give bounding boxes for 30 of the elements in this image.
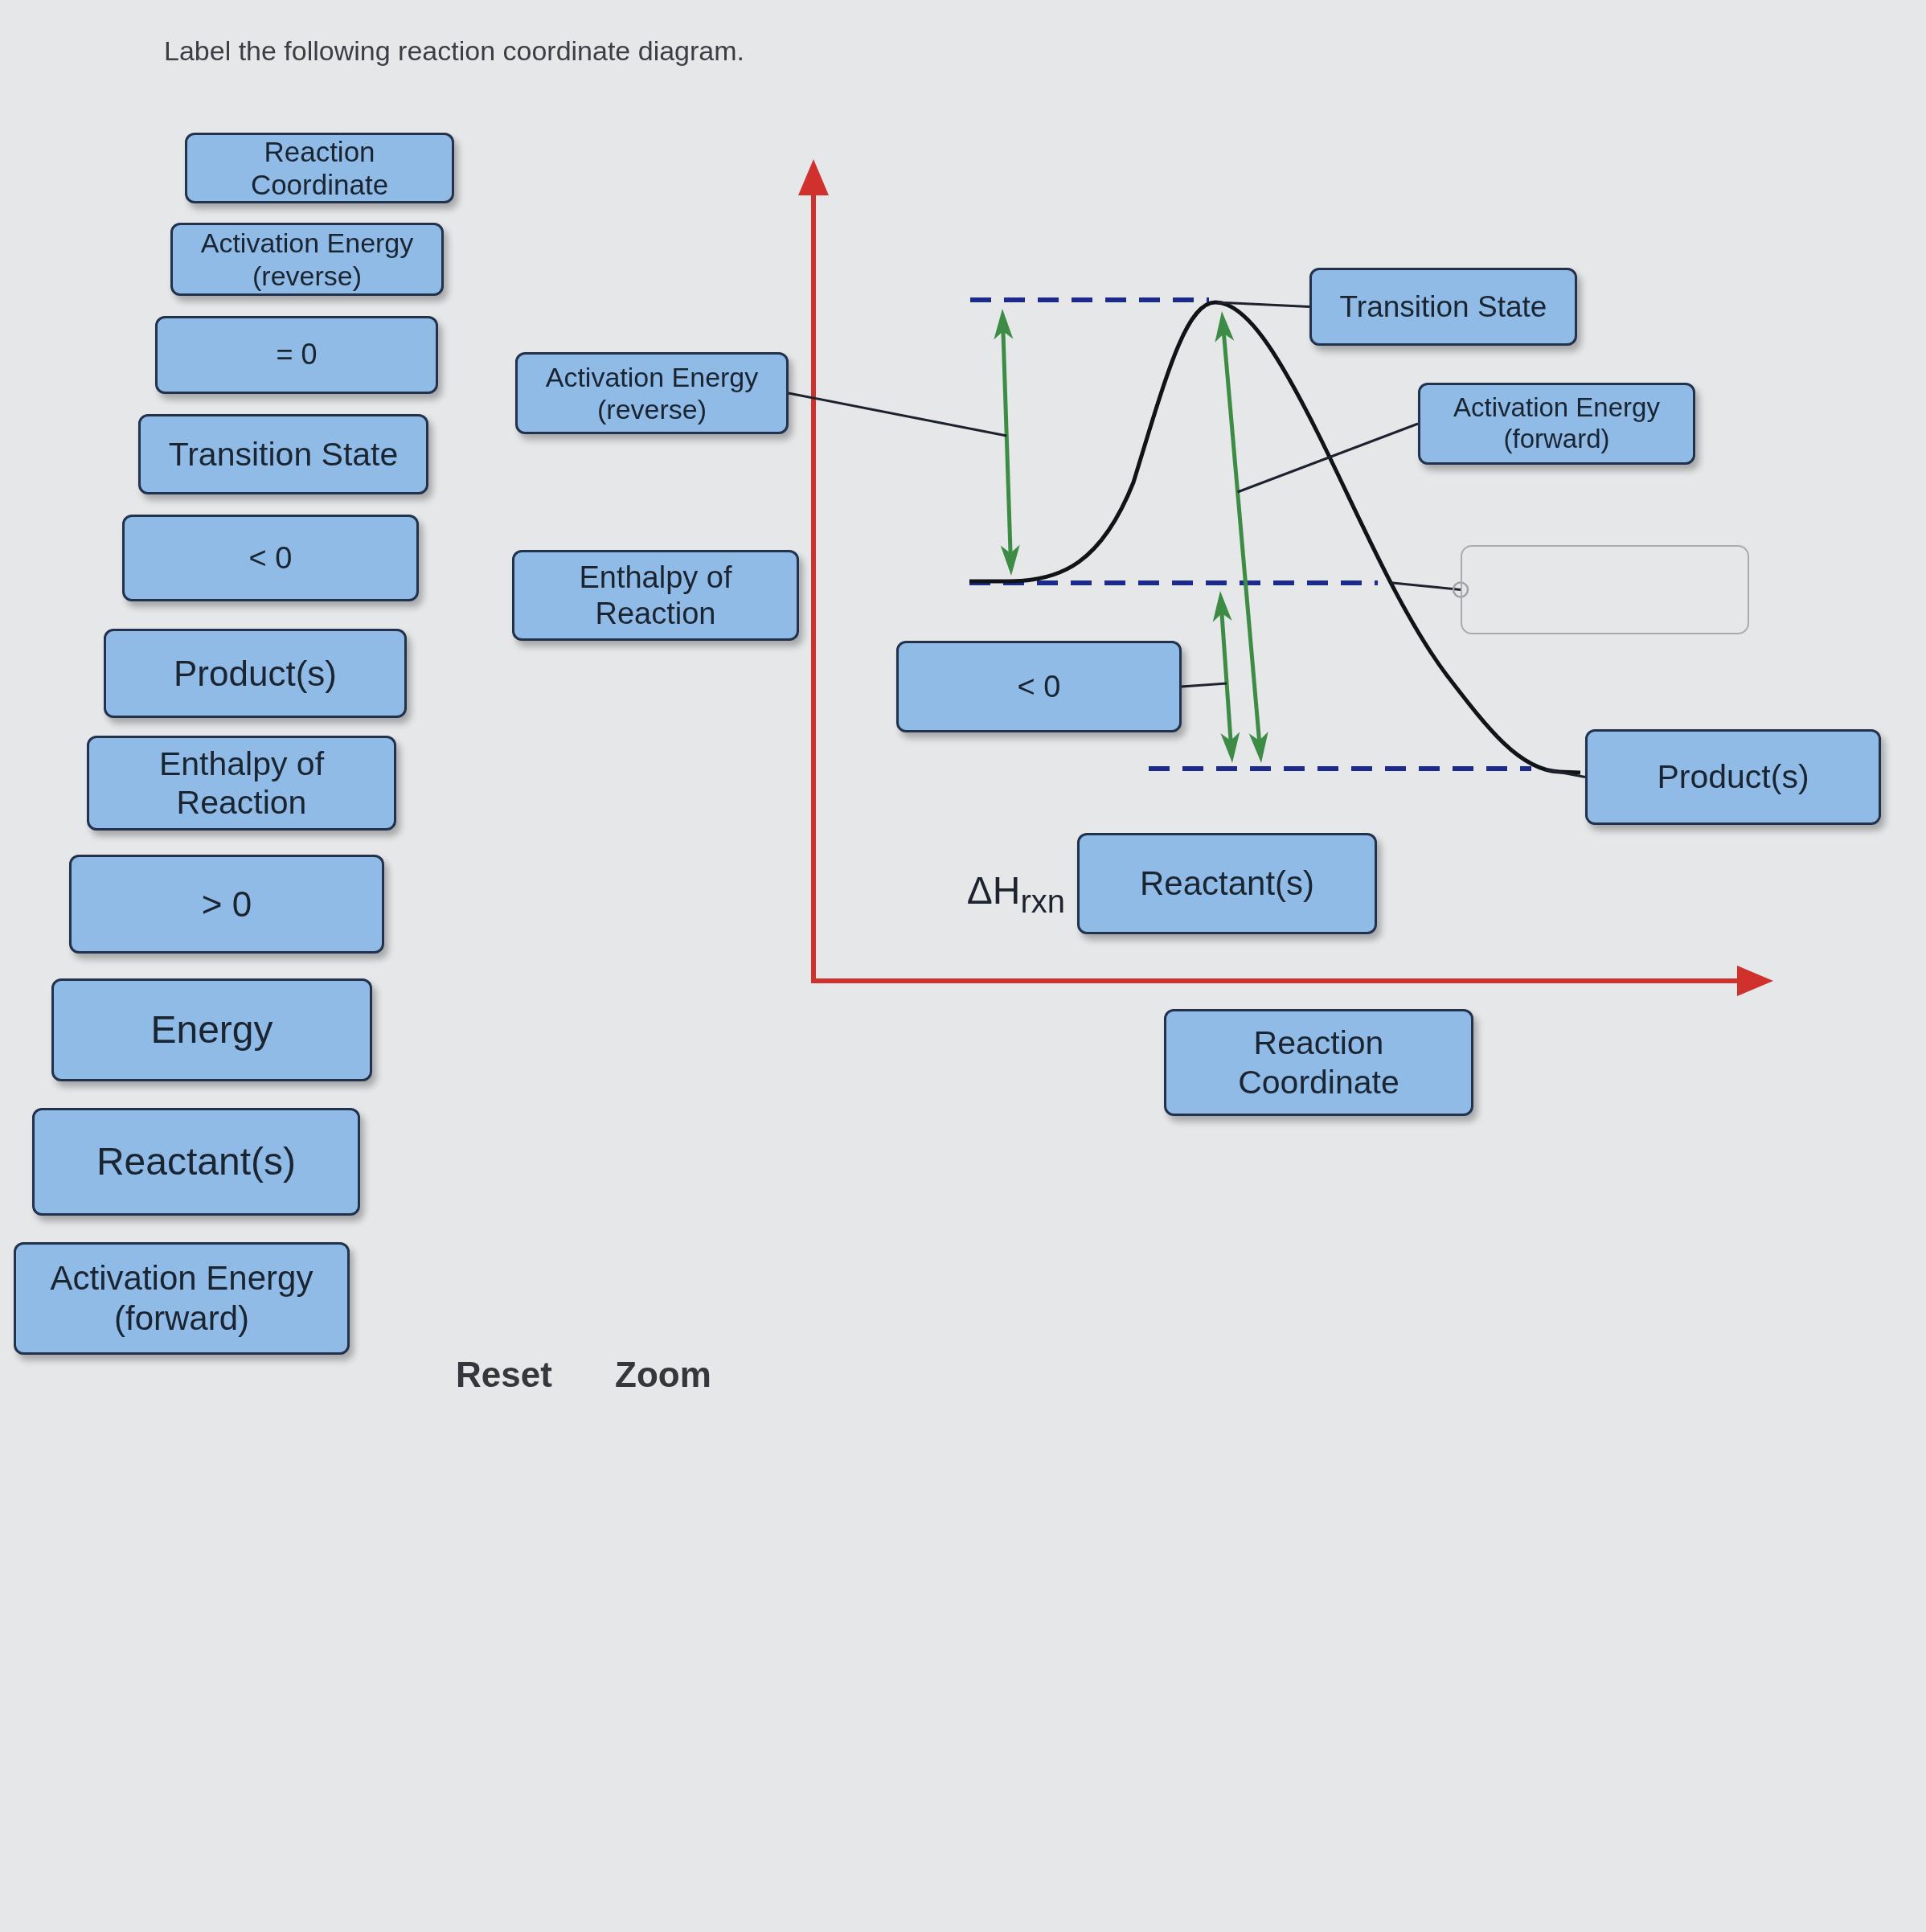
leader-line [1545, 768, 1586, 778]
label-tile: Activation Energy (forward) [1418, 383, 1695, 465]
zoom-button: Zoom [615, 1356, 711, 1395]
leader-line [1217, 301, 1310, 308]
label-tile: Energy [51, 978, 372, 1081]
leader-line [788, 392, 1007, 437]
label-tile: Activation Energy (reverse) [170, 223, 444, 296]
label-tile: Product(s) [1585, 729, 1881, 825]
label-tile: < 0 [896, 641, 1182, 732]
label-tile: Transition State [138, 414, 428, 494]
drop-zone [1461, 545, 1749, 634]
label-tile: Enthalpy of Reaction [87, 736, 396, 831]
delta-h-label: ΔH$_{rxn}$ [966, 870, 1065, 919]
label-tile: Enthalpy of Reaction [512, 550, 799, 641]
leader-line [1391, 581, 1469, 598]
leader-line [1181, 682, 1227, 688]
label-tile: Product(s) [104, 629, 407, 718]
leader-line [1237, 422, 1419, 494]
label-tile: Reactant(s) [1077, 833, 1377, 934]
label-tile: Activation Energy (forward) [14, 1242, 350, 1355]
label-tile: > 0 [69, 855, 384, 954]
reset-button: Reset [456, 1356, 552, 1395]
label-tile: Reactant(s) [32, 1108, 360, 1216]
label-tile: Transition State [1309, 268, 1577, 346]
label-tile: = 0 [155, 316, 438, 394]
instruction-text: Label the following reaction coordinate diagram. [164, 36, 744, 67]
label-tile: Activation Energy (reverse) [515, 352, 789, 434]
label-tile: < 0 [122, 515, 419, 601]
label-tile: Reaction Coordinate [1164, 1009, 1473, 1116]
label-tile: Reaction Coordinate [185, 133, 454, 203]
